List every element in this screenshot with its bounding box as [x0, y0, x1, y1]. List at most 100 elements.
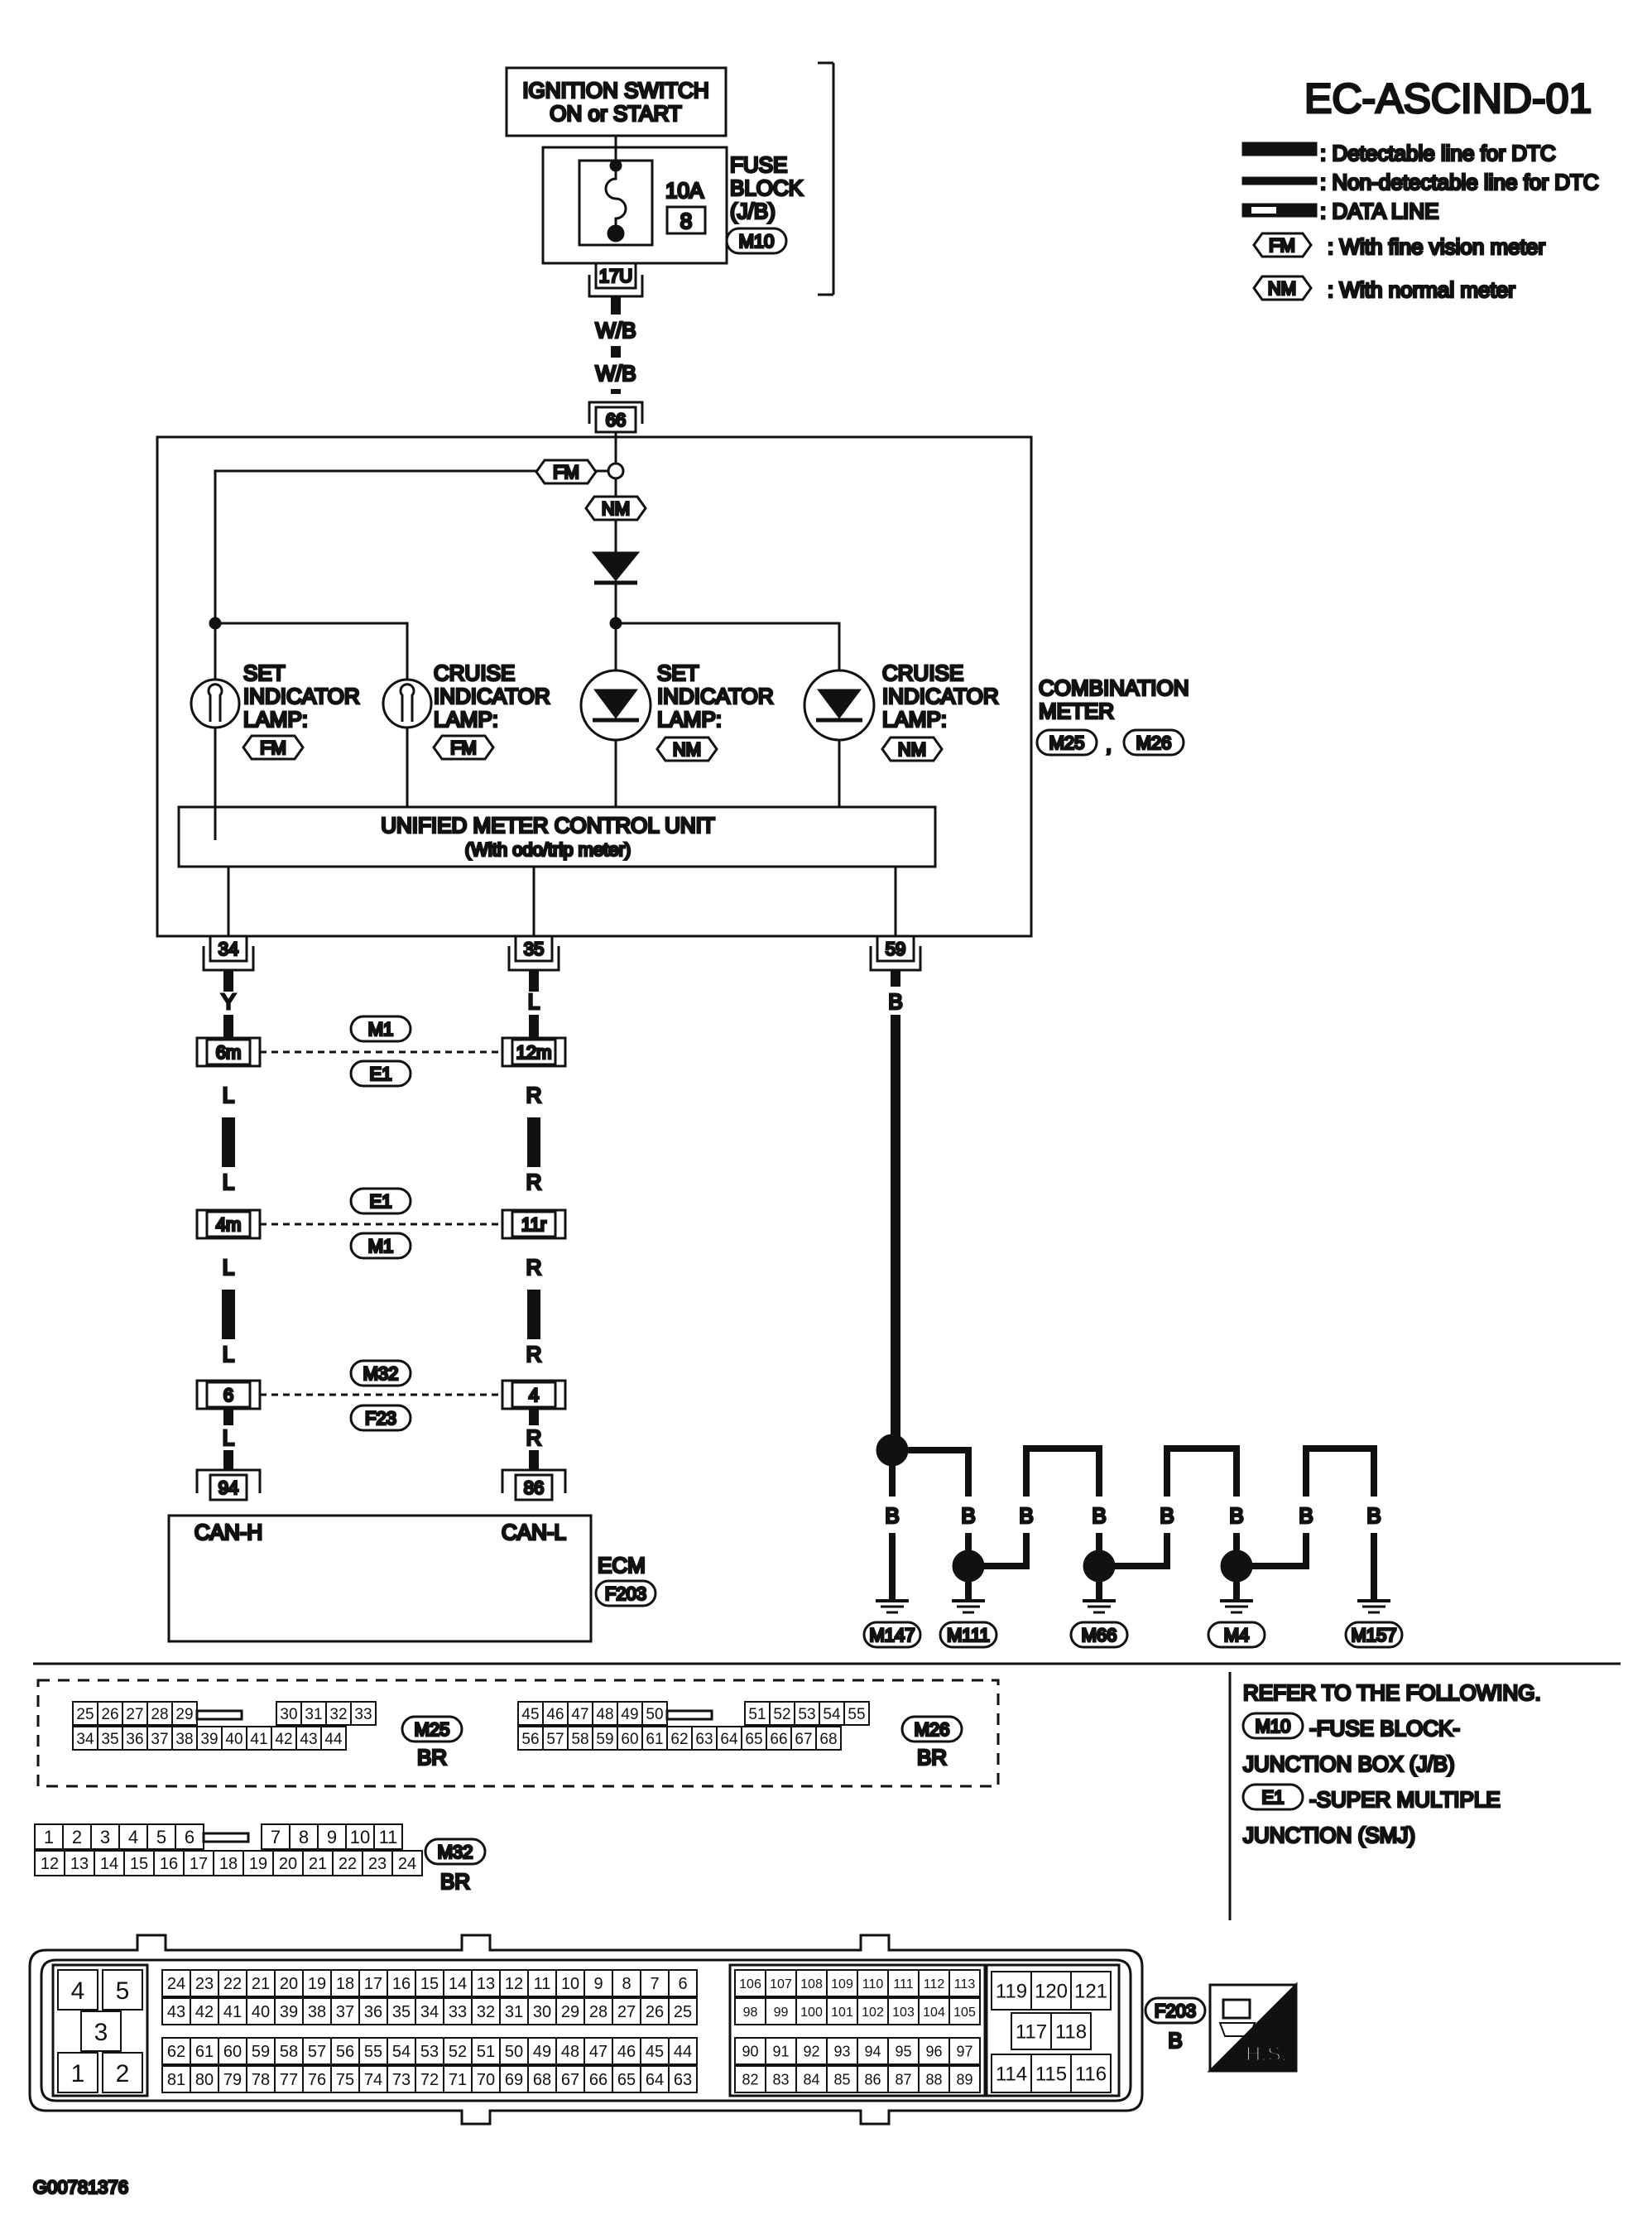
- f203-pin: 110: [862, 1977, 884, 1991]
- junction2-bottom-badge: [349, 1232, 412, 1260]
- m26-pin-cell: [769, 1701, 795, 1726]
- f203-pin-cell: [471, 1969, 501, 1997]
- f203-pin-cell: [415, 2065, 444, 2093]
- f203-pin: 104: [923, 2006, 945, 2020]
- junction2-left-text: 4m: [216, 1214, 242, 1235]
- lamp4-l2: INDICATOR: [882, 684, 999, 709]
- wire-b-g2a: B: [961, 1503, 975, 1528]
- m26-pin-cell: [567, 1701, 593, 1726]
- f203-badge-text: F203: [1155, 2001, 1196, 2021]
- m25-pin: 31: [305, 1706, 322, 1723]
- combination-meter-label2: METER: [1039, 699, 1114, 723]
- m25-pin-cell: [72, 1701, 98, 1726]
- f203-pin: 37: [336, 2003, 354, 2021]
- cruise-lamp-fm: [382, 678, 433, 729]
- f203-pin: 15: [420, 1975, 439, 1993]
- f203-pin-cell: [161, 2065, 191, 2093]
- m25-pin: 25: [76, 1706, 94, 1723]
- m26-pin: 66: [770, 1731, 787, 1748]
- f203-pin: 26: [646, 2003, 664, 2021]
- f203-pin: 93: [833, 2043, 850, 2059]
- f203-pin: 103: [892, 2006, 915, 2020]
- ground-symbol-1: M147: [862, 1599, 922, 1649]
- m26-pin: 62: [670, 1731, 688, 1748]
- m26-pin: 48: [596, 1706, 613, 1723]
- f203-pin: 17: [364, 1975, 382, 1993]
- f203-pin: 32: [477, 2003, 495, 2021]
- m26-pin: 49: [621, 1706, 638, 1723]
- f203-pin: 19: [308, 1975, 326, 1993]
- m26-badge-text: M26: [915, 1719, 950, 1740]
- junction3-right-terminal: [511, 1381, 557, 1409]
- f203-pin: 39: [280, 2003, 298, 2021]
- f203-pin-cell: [443, 1997, 473, 2025]
- unified-meter-control-unit: [177, 805, 937, 868]
- ground-symbol-4: M4: [1207, 1599, 1266, 1649]
- f203-pin: 7: [650, 1975, 659, 1993]
- m26-pin-cell: [741, 1726, 767, 1751]
- f203-color: B: [1168, 2028, 1182, 2053]
- m32-pin: 20: [279, 1855, 297, 1873]
- f203-pin-cell: [948, 1969, 981, 1997]
- wire-l-4: L: [223, 1342, 234, 1367]
- m32-pin: 5: [156, 1827, 166, 1847]
- m32-pin-cell: [391, 1850, 423, 1876]
- refer-conn2-badge: [1241, 1783, 1304, 1811]
- terminal-35-text: 35: [524, 939, 544, 959]
- unit-line1: UNIFIED METER CONTROL UNIT: [381, 813, 715, 838]
- fuse-label-1: FUSE: [730, 152, 787, 177]
- f203-pin: 98: [743, 2006, 758, 2020]
- f203-pin: 42: [195, 2003, 214, 2021]
- m25-pin-cell: [320, 1726, 347, 1751]
- f203-pin-cell: [387, 2065, 416, 2093]
- f203-pin-cell: [765, 1969, 797, 1997]
- fuse-number-box: [665, 205, 707, 235]
- f203-pin: 22: [223, 1975, 242, 1993]
- m25-pin: 38: [175, 1731, 193, 1748]
- ground-label-3: M66: [1082, 1625, 1117, 1645]
- f203-pin: 109: [831, 1977, 853, 1991]
- m32-pin: 17: [190, 1855, 208, 1873]
- terminal-86: [514, 1473, 554, 1501]
- f203-pin: 8: [622, 1975, 631, 1993]
- f203-pin: 69: [505, 2071, 523, 2089]
- f203-pin: 35: [392, 2003, 411, 2021]
- refer-conn1-badge: [1241, 1712, 1304, 1740]
- m32-pin: 1: [44, 1827, 54, 1847]
- junction3-bottom-text: F23: [365, 1408, 396, 1429]
- refer-text1a: -FUSE BLOCK-: [1309, 1716, 1460, 1741]
- f203-big-block: [51, 1963, 149, 2097]
- m25-pin: 36: [126, 1731, 143, 1748]
- f203-pin-cell: [1050, 2012, 1092, 2050]
- hs-icon-text: H.S.: [1246, 2041, 1288, 2066]
- m26-pin-cell: [567, 1726, 593, 1751]
- m32-pin-cell: [272, 1850, 304, 1876]
- legend-nm-tag: [1252, 275, 1313, 301]
- f203-pin: 12: [505, 1975, 523, 1993]
- f203-pin: 36: [364, 2003, 382, 2021]
- lamp1-l1: SET: [243, 661, 286, 685]
- m25-pin: 32: [329, 1706, 347, 1723]
- m25-pin: 28: [151, 1706, 168, 1723]
- f203-pin-cell: [555, 1969, 585, 1997]
- f203-pin: 121: [1074, 1981, 1107, 2003]
- m32-pin: 11: [379, 1827, 398, 1847]
- wire-r-seg2: [527, 1290, 540, 1339]
- m32-pin: 18: [219, 1855, 238, 1873]
- m25-pin: 37: [151, 1731, 168, 1748]
- f203-pin: 24: [167, 1975, 185, 1993]
- ecm-can-l: CAN-L: [502, 1520, 566, 1545]
- fm-tag-text: FM: [553, 462, 579, 483]
- m32-pin: 3: [100, 1827, 110, 1847]
- f203-pin-cell: [161, 1969, 191, 1997]
- f203-pin-cell: [274, 1997, 304, 2025]
- f203-pin: 94: [864, 2043, 881, 2059]
- fm-tag: [535, 459, 598, 485]
- m26-pin-cell: [666, 1726, 693, 1751]
- junction3-left-text: 6: [223, 1385, 233, 1405]
- ground-splice: [876, 1434, 909, 1467]
- lamp2-tag-text: FM: [450, 737, 477, 758]
- f203-pin: 116: [1075, 2063, 1107, 2086]
- m25-pin-cell: [146, 1701, 173, 1726]
- terminal-17u-text: 17U: [599, 266, 632, 286]
